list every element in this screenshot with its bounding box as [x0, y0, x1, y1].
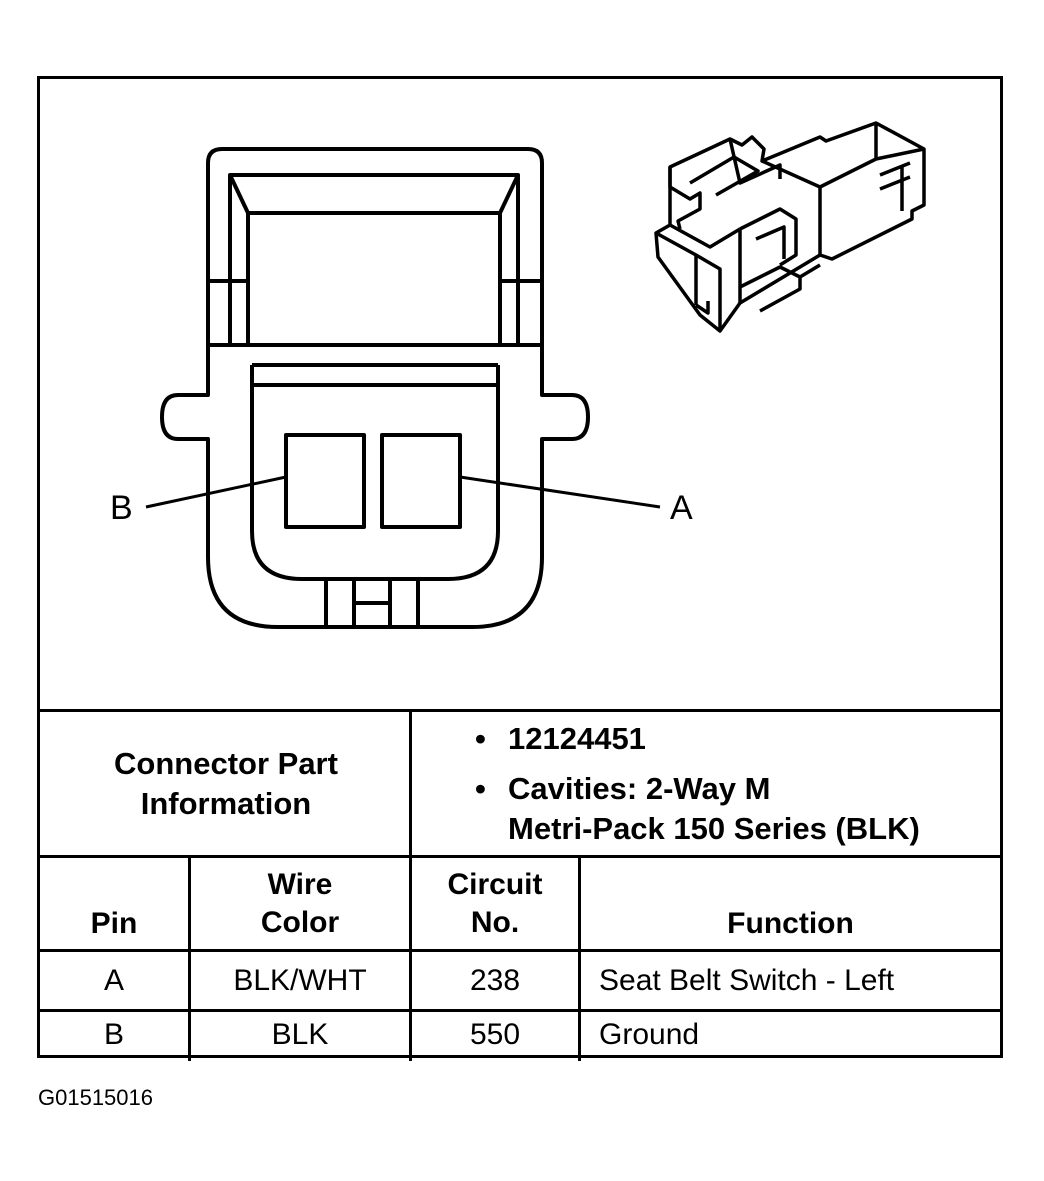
header-function-text: Function — [727, 907, 854, 940]
row-a-pin: A — [103, 963, 124, 997]
connector-body — [160, 345, 590, 629]
connector-diagram-frame: B A Connector Part Information • 1212445… — [37, 76, 1003, 1061]
connector-part-info-list: • 12124451 • Cavities: 2-Way M Metri-Pac… — [475, 719, 1015, 849]
connector-inner-wall — [250, 365, 500, 581]
bullet-icon: • — [475, 771, 486, 806]
header-pin-text: Pin — [90, 907, 138, 940]
header-function: Function — [581, 858, 1000, 949]
row-b-wire-color: BLK — [271, 1018, 329, 1051]
cavities-item-cont: Metri-Pack 150 Series (BLK) — [475, 809, 1015, 849]
row-b-circuit: 550 — [469, 1018, 521, 1051]
connector-part-info-label: Connector Part Information — [40, 712, 412, 856]
callout-label-a: A — [670, 489, 693, 527]
info-label-text: Connector Part Information — [114, 746, 338, 821]
header-bottom-border — [40, 949, 1000, 952]
connector-top-bevel — [228, 173, 520, 345]
row-b-function: Ground — [599, 1018, 700, 1051]
connector-isometric-view — [654, 121, 926, 333]
callout-label-b: B — [110, 489, 133, 527]
col-divider-circuit — [578, 855, 581, 1061]
row-b-pin: B — [103, 1018, 124, 1051]
leader-a — [459, 475, 661, 509]
header-wire-line1: Wire — [267, 867, 333, 901]
row-divider — [40, 1009, 1000, 1012]
connector-top-housing — [206, 147, 544, 345]
latch-tab — [324, 579, 420, 627]
table-top-border — [40, 709, 1000, 712]
col-divider-wire — [409, 855, 412, 1061]
figure-id: G01515016 — [38, 1085, 153, 1110]
header-circuit-line2: No. — [470, 905, 520, 939]
part-number: 12124451 — [508, 721, 646, 756]
part-number-item: • 12124451 — [475, 719, 1015, 759]
header-wire-line2: Color — [260, 905, 340, 939]
row-a-circuit: 238 — [469, 963, 521, 997]
cavities-line-1: Cavities: 2-Way M — [508, 771, 771, 806]
bullet-icon: • — [475, 721, 486, 756]
info-bottom-border — [40, 855, 1000, 858]
connector-drawing — [145, 121, 926, 629]
col-divider-pin — [188, 855, 191, 1061]
cavity-a — [380, 433, 462, 529]
header-circuit-no: Circuit No. — [412, 858, 578, 949]
info-divider — [409, 709, 412, 855]
leader-b — [145, 475, 287, 509]
row-a-function: Seat Belt Switch - Left — [599, 963, 895, 997]
row-a-wire-color: BLK/WHT — [233, 963, 367, 997]
header-circuit-line1: Circuit — [447, 867, 543, 901]
header-wire-color: Wire Color — [191, 858, 409, 949]
header-pin: Pin — [40, 858, 188, 949]
cavity-b — [284, 433, 366, 529]
cavities-item: • Cavities: 2-Way M — [475, 769, 1015, 809]
cavities-line-2: Metri-Pack 150 Series (BLK) — [508, 811, 920, 846]
